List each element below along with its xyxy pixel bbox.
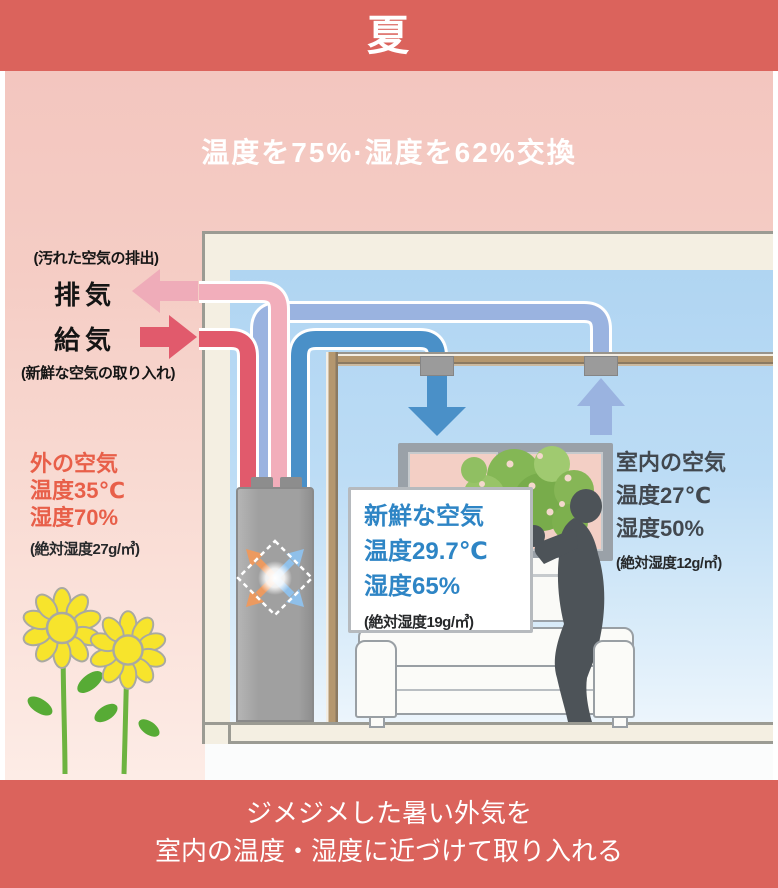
- footer-caption: ジメジメした暑い外気を 室内の温度・湿度に近づけて取り入れる: [0, 780, 778, 888]
- plant-stand-shelf-line: [529, 574, 573, 577]
- indoor-air-absolute-humidity: (絶対湿度12g/㎥): [616, 556, 722, 572]
- air-flow-arrows: [132, 269, 198, 359]
- picture-rail: [326, 352, 773, 366]
- exchange-summary: 温度を75%·湿度を62%交換: [201, 137, 577, 168]
- floor-line: [205, 722, 773, 725]
- return-air-up-arrow-icon: [577, 378, 625, 435]
- room-outline-top: [202, 231, 773, 234]
- right-margin: [773, 71, 778, 780]
- footer-line2: 室内の温度・湿度に近づけて取り入れる: [154, 836, 623, 866]
- indoor-air-panel: 室内の空気 温度27℃ 湿度50% (絶対湿度12g/㎥): [616, 446, 774, 573]
- outside-air-name: 外の空気: [30, 451, 119, 476]
- footer-line1: ジメジメした暑い外気を: [245, 798, 532, 828]
- room-outline-left: [202, 231, 205, 744]
- corner-post: [326, 352, 338, 722]
- fresh-supply-duct: [291, 331, 445, 494]
- outside-air-humidity: 湿度70%: [30, 505, 119, 530]
- floor-band: [205, 725, 773, 741]
- sofa-foot-left: [369, 716, 385, 728]
- intake-duct: [199, 331, 256, 494]
- floor-foreground: [205, 744, 773, 780]
- unit-connector-left: [251, 477, 273, 488]
- return-duct: [253, 304, 609, 494]
- supply-vent-stub: [420, 356, 454, 376]
- sofa-seat-line: [368, 689, 624, 691]
- fresh-air-infobox: 新鮮な空気 温度29.7℃ 湿度65% (絶対湿度19g/㎥): [348, 487, 533, 633]
- unit-connector-right: [280, 477, 302, 488]
- ceiling: [205, 234, 773, 270]
- season-title: 夏: [366, 12, 411, 59]
- return-vent-stub: [584, 356, 618, 376]
- fresh-air-name: 新鮮な空気: [364, 503, 484, 530]
- outside-air-absolute-humidity: (絶対湿度27g/㎥): [30, 541, 140, 558]
- sofa-armrest-left: [355, 640, 397, 718]
- outside-air-temperature: 温度35℃: [30, 478, 126, 503]
- fresh-air-humidity: 湿度65%: [364, 573, 461, 600]
- indoor-air-name: 室内の空気: [616, 450, 727, 475]
- sofa-armrest-right: [593, 640, 635, 718]
- sunflowers-icon: [20, 586, 169, 775]
- supply-label: 給気: [54, 325, 117, 355]
- fresh-air-temperature: 温度29.7℃: [364, 538, 488, 565]
- season-banner: 夏: [0, 0, 778, 71]
- floor-step: [228, 722, 231, 744]
- supply-arrow-icon: [140, 315, 197, 359]
- exhaust-note: (汚れた空気の排出): [33, 250, 160, 267]
- duct-routing: [199, 281, 625, 494]
- fresh-air-absolute-humidity: (絶対湿度19g/㎥): [364, 614, 474, 631]
- exhaust-duct: [199, 284, 287, 494]
- indoor-air-temperature: 温度27℃: [616, 483, 712, 508]
- supply-note: (新鮮な空気の取り入れ): [21, 365, 176, 382]
- heat-exchanger-icon: [236, 539, 314, 617]
- floor-base-line: [228, 741, 773, 744]
- indoor-air-humidity: 湿度50%: [616, 516, 705, 541]
- left-margin: [0, 71, 5, 780]
- outside-air-panel: 外の空気 温度35℃ 湿度70% (絶対湿度27g/㎥): [30, 450, 200, 559]
- exhaust-label: 排気: [54, 280, 117, 310]
- fresh-air-down-arrow-icon: [408, 366, 466, 436]
- exhaust-arrow-icon: [132, 269, 198, 313]
